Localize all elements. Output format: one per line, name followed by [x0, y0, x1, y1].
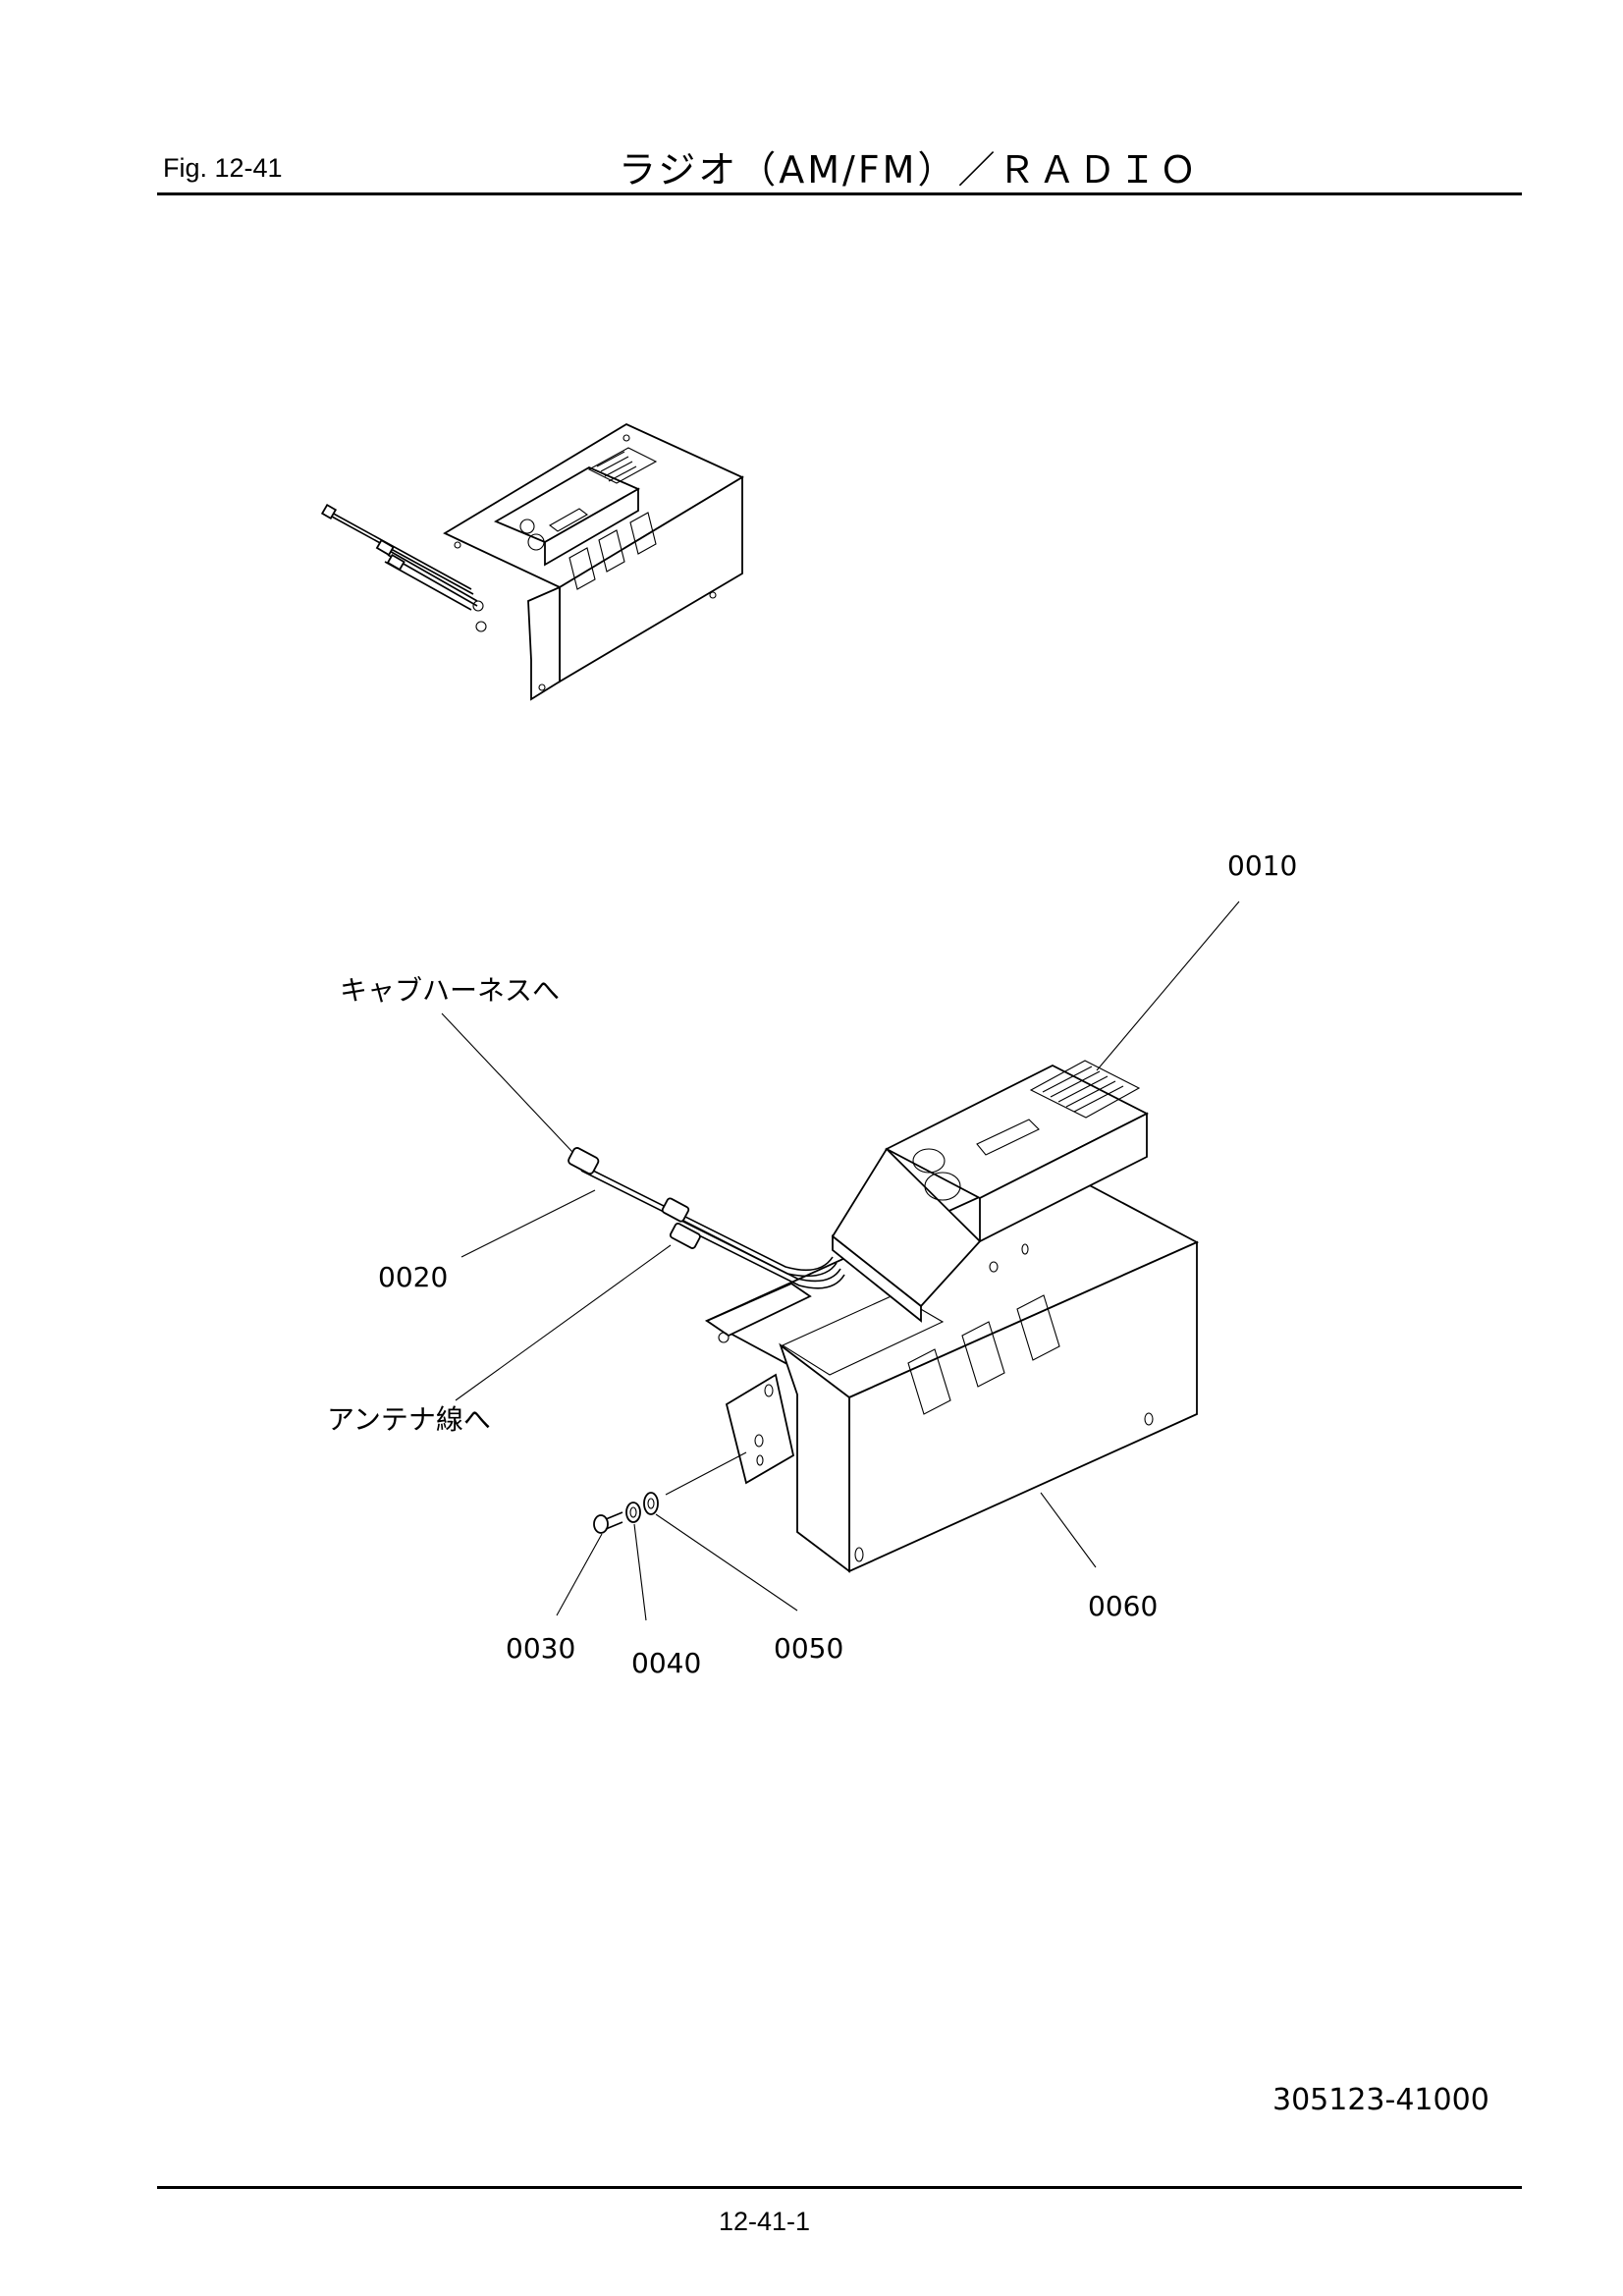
note-antenna-wire: アンテナ線へ [327, 1403, 491, 1436]
main-assembly [568, 1060, 1200, 1573]
overview-assembly [320, 422, 744, 701]
washer-0040 [625, 1502, 641, 1523]
note-cab-harness: キャブハーネスへ [340, 974, 560, 1007]
leader-lines [441, 901, 1240, 1621]
callout-0020: 0020 [378, 1261, 448, 1293]
page-title: ラジオ（AM/FM）／ＲＡＤＩＯ [619, 148, 1200, 191]
drawing-number: 305123-41000 [1272, 2083, 1489, 2117]
callout-0030: 0030 [506, 1632, 575, 1665]
callout-0050: 0050 [774, 1632, 843, 1665]
callout-0060: 0060 [1088, 1590, 1158, 1622]
header-rule [157, 192, 1522, 195]
washer-0050 [643, 1492, 659, 1515]
screw-0030 [593, 1511, 623, 1534]
footer-rule [157, 2186, 1522, 2189]
callout-0010: 0010 [1227, 849, 1297, 882]
callout-0040: 0040 [631, 1647, 701, 1679]
figure-number: Fig. 12-41 [163, 153, 283, 183]
page-number: 12-41-1 [719, 2207, 811, 2236]
